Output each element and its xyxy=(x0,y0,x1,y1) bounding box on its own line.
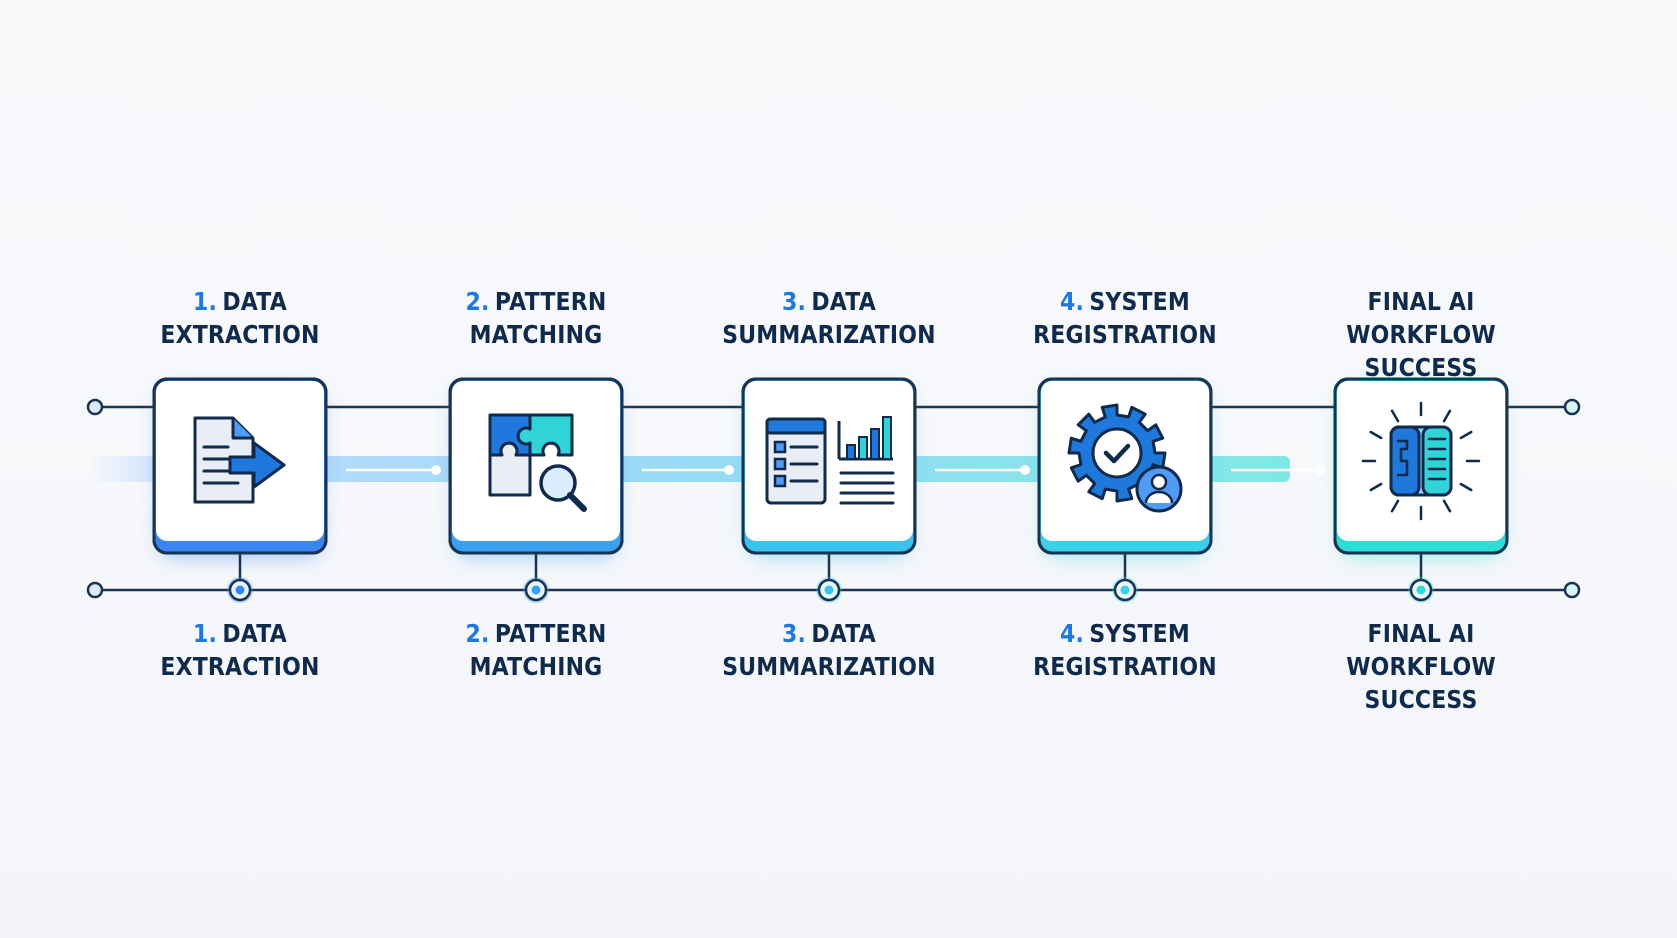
step-label-line1: PATTERN xyxy=(494,287,607,316)
lower-left-endpoint xyxy=(86,581,104,599)
step-box xyxy=(452,381,620,541)
step-number: 1. xyxy=(193,619,218,648)
step-label-line1: DATA xyxy=(222,619,287,648)
step-label-line2: REGISTRATION xyxy=(1033,320,1217,349)
step-label-line2: MATCHING xyxy=(469,652,603,681)
step-number: 3. xyxy=(782,619,807,648)
step-label-line1: DATA xyxy=(811,287,876,316)
gear-check-user-icon xyxy=(1067,403,1183,513)
step-title-line1: 4.SYSTEM xyxy=(993,285,1257,318)
step-node-dot xyxy=(1408,577,1434,603)
step-title-line1: FINAL AI WORKFLOW xyxy=(1289,617,1553,683)
step-node xyxy=(741,377,917,603)
step-number: 4. xyxy=(1060,287,1085,316)
step-node xyxy=(448,377,624,603)
step-title-line1: 1.DATA xyxy=(108,285,372,318)
step-label-line1: DATA xyxy=(222,287,287,316)
step-title-line1: 2.PATTERN xyxy=(404,617,668,650)
document-export-icon xyxy=(193,416,286,504)
step-title-line1: 2.PATTERN xyxy=(404,285,668,318)
step-node xyxy=(1333,377,1509,603)
step-title-line1: 3.DATA xyxy=(697,285,961,318)
step-label-line2: SUMMARIZATION xyxy=(722,320,936,349)
step-node-dot xyxy=(816,577,842,603)
step-title-line1: 1.DATA xyxy=(108,617,372,650)
upper-left-endpoint xyxy=(86,398,104,416)
step-number: 3. xyxy=(782,287,807,316)
step-title-line1: 3.DATA xyxy=(697,617,961,650)
step-number: 4. xyxy=(1060,619,1085,648)
step-label-line2: EXTRACTION xyxy=(160,320,320,349)
step-label-line1: SYSTEM xyxy=(1089,287,1190,316)
upper-right-endpoint xyxy=(1563,398,1581,416)
step-number: 2. xyxy=(465,619,490,648)
step-node-dot xyxy=(523,577,549,603)
step-title-lower: FINAL AI WORKFLOW SUCCESS xyxy=(1289,617,1553,716)
flow-arrow xyxy=(1231,465,1326,475)
step-label-line1: PATTERN xyxy=(494,619,607,648)
step-title-upper: FINAL AI WORKFLOW SUCCESS xyxy=(1289,285,1553,384)
lower-right-endpoint xyxy=(1563,581,1581,599)
step-label-line2: MATCHING xyxy=(469,320,603,349)
step-label-line1: DATA xyxy=(811,619,876,648)
step-label-line2: EXTRACTION xyxy=(160,652,320,681)
ai-chip-glow-icon xyxy=(1361,401,1481,521)
step-node-dot xyxy=(227,577,253,603)
step-title-line1: FINAL AI WORKFLOW xyxy=(1289,285,1553,351)
step-label-line1: FINAL AI WORKFLOW xyxy=(1346,619,1496,681)
step-label-line2: SUCCESS xyxy=(1364,353,1478,382)
step-node xyxy=(152,377,328,603)
report-chart-icon xyxy=(765,416,895,505)
step-number: 1. xyxy=(193,287,218,316)
step-title-line1: 4.SYSTEM xyxy=(993,617,1257,650)
step-node xyxy=(1037,377,1213,603)
step-label-line2: SUCCESS xyxy=(1364,685,1478,714)
step-label-line2: SUMMARIZATION xyxy=(722,652,936,681)
flow-arrow xyxy=(346,465,441,475)
step-node-dot xyxy=(1112,577,1138,603)
step-label-line2: REGISTRATION xyxy=(1033,652,1217,681)
step-label-line1: SYSTEM xyxy=(1089,619,1190,648)
step-number: 2. xyxy=(465,287,490,316)
step-label-line1: FINAL AI WORKFLOW xyxy=(1346,287,1496,349)
flow-arrow xyxy=(642,465,734,475)
puzzle-search-icon xyxy=(488,413,587,512)
flow-arrow xyxy=(935,465,1030,475)
